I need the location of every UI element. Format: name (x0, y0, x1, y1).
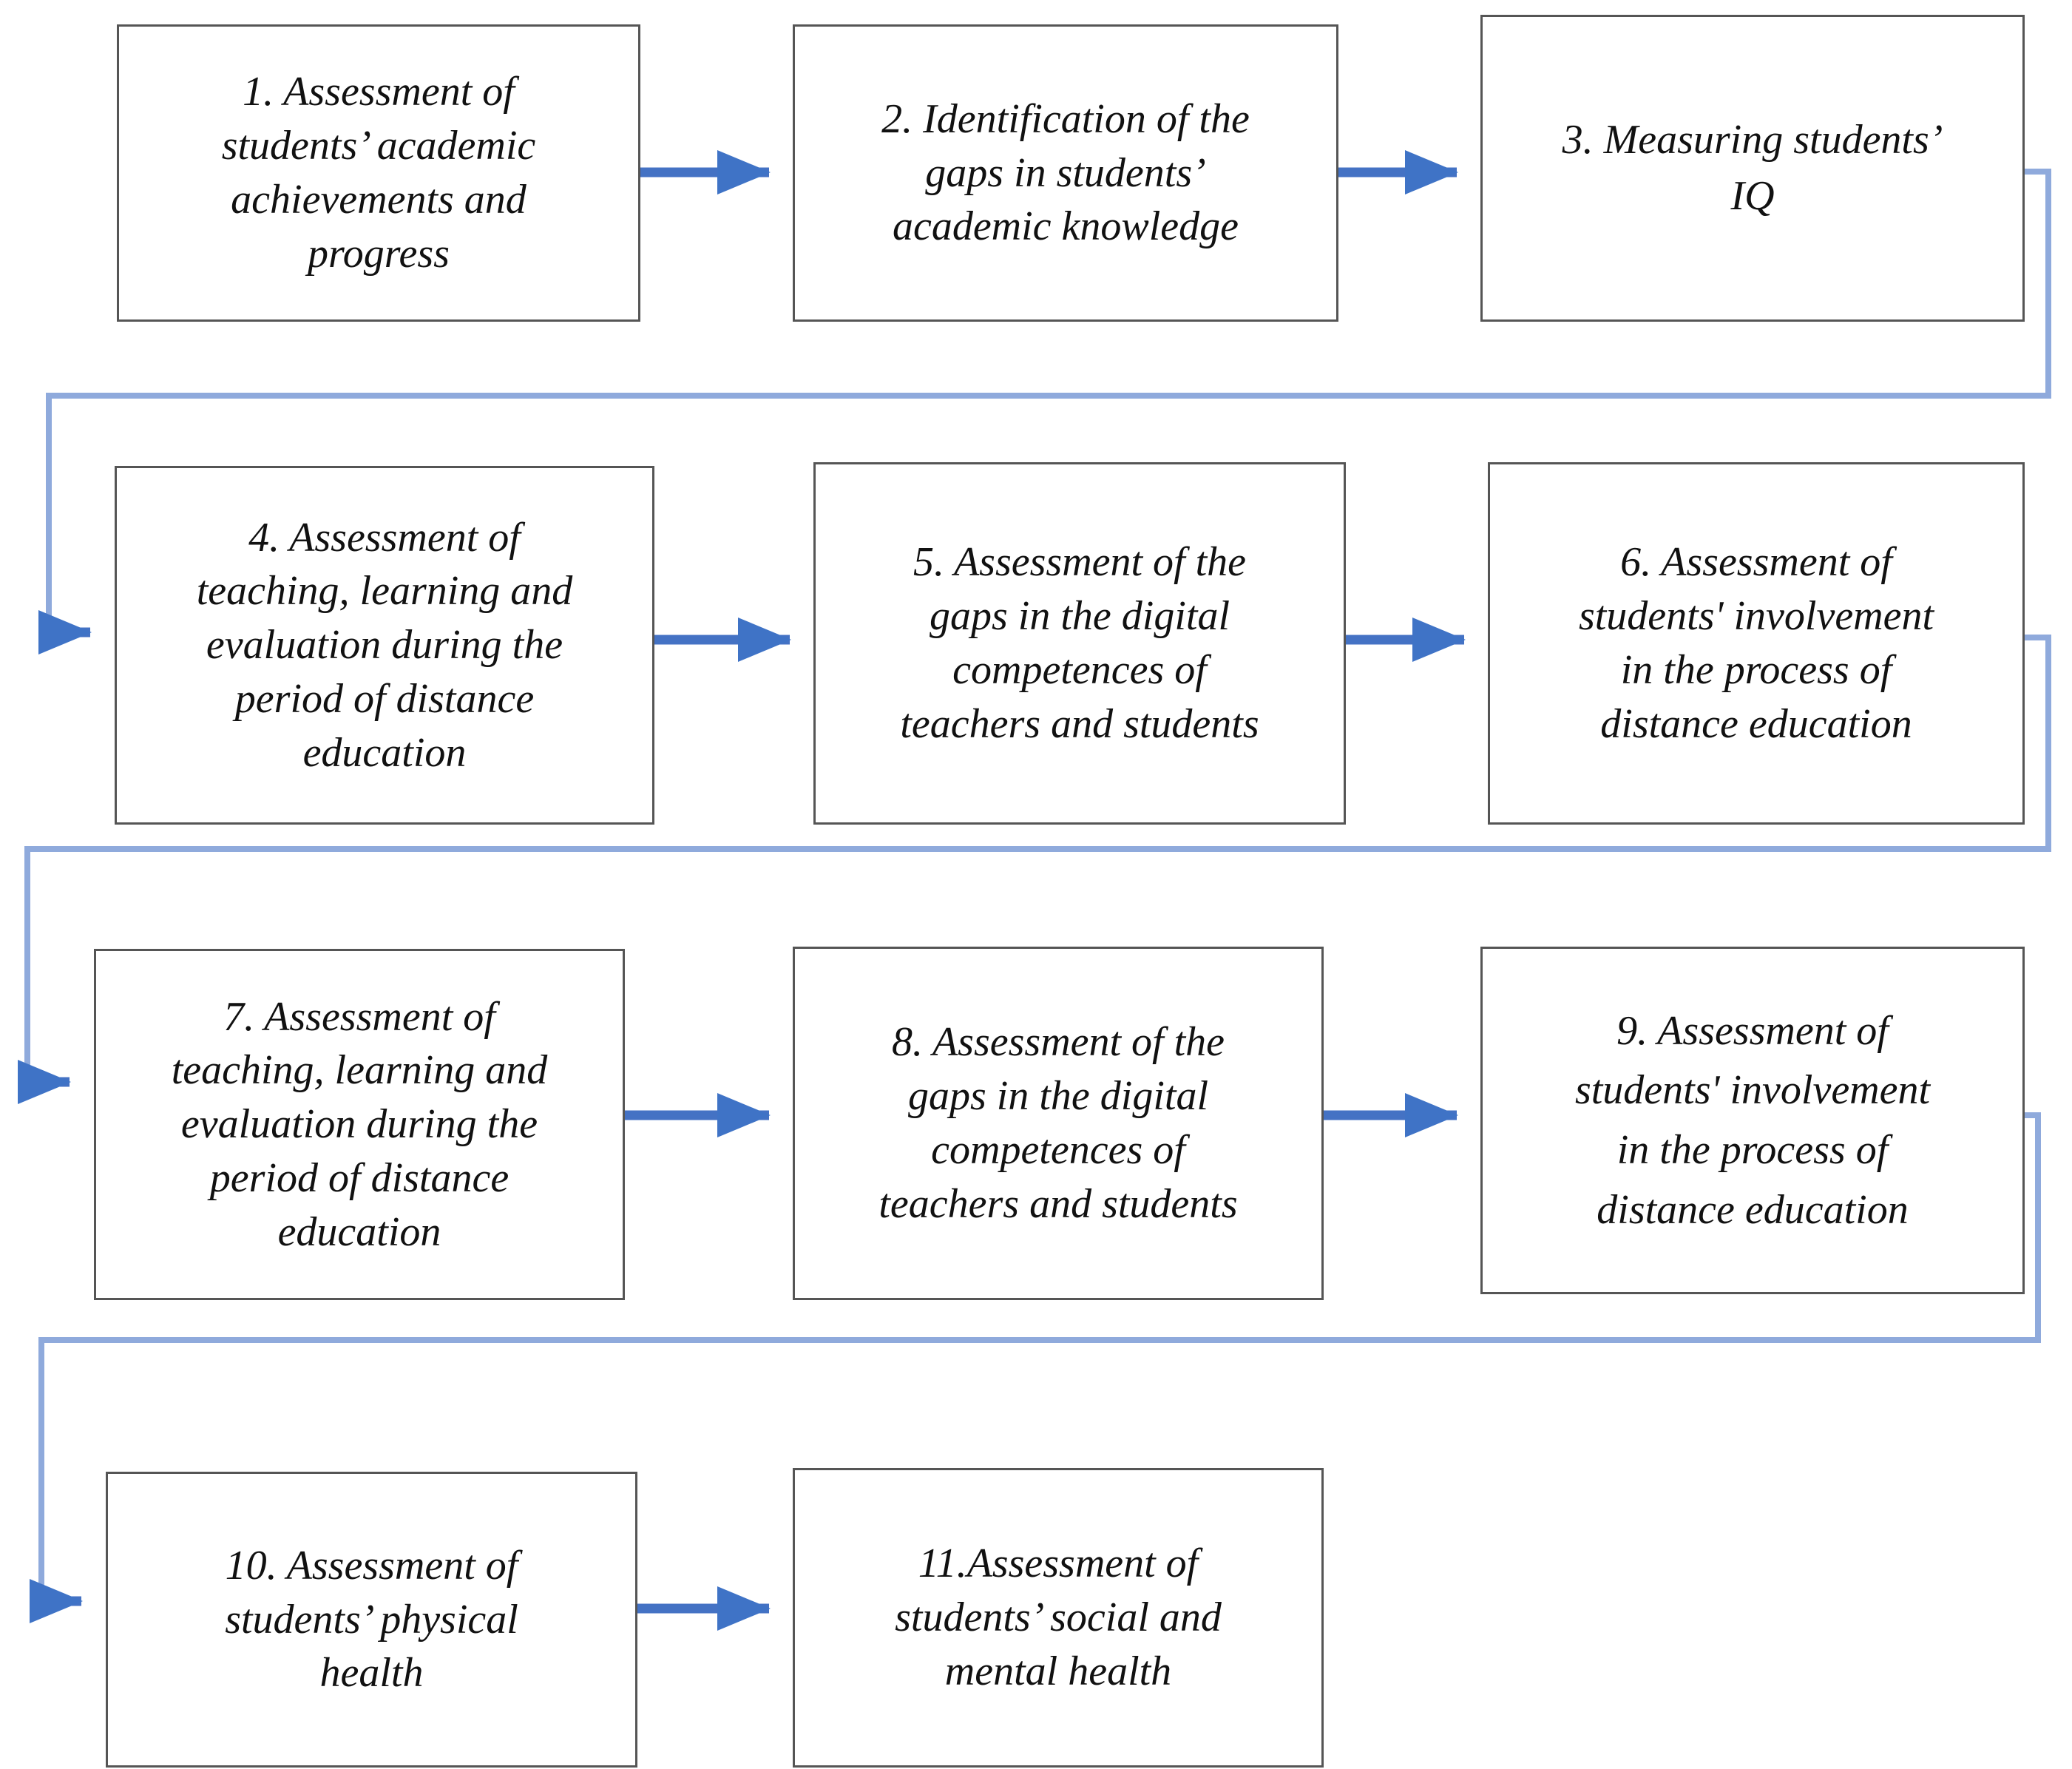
process-box-7-label: 7. Assessment of teaching, learning and … (171, 993, 548, 1255)
process-box-11-label: 11.Assessment of students’ social and me… (895, 1540, 1222, 1694)
process-box-3[interactable]: 3. Measuring students’ IQ (1480, 15, 2025, 322)
process-box-2[interactable]: 2. Identification of the gaps in student… (793, 24, 1338, 322)
process-box-4[interactable]: 4. Assessment of teaching, learning and … (115, 466, 654, 825)
process-box-9[interactable]: 9. Assessment of students' involvement i… (1480, 947, 2025, 1294)
process-box-10-label: 10. Assessment of students’ physical hea… (225, 1542, 518, 1697)
process-box-7[interactable]: 7. Assessment of teaching, learning and … (94, 949, 625, 1300)
process-box-1-label: 1. Assessment of students’ academic achi… (221, 69, 536, 277)
process-box-5-label: 5. Assessment of the gaps in the digital… (900, 539, 1259, 747)
process-box-6-label: 6. Assessment of students' involvement i… (1578, 539, 1934, 747)
process-box-11[interactable]: 11.Assessment of students’ social and me… (793, 1468, 1324, 1768)
process-box-2-label: 2. Identification of the gaps in student… (881, 95, 1250, 250)
process-box-4-label: 4. Assessment of teaching, learning and … (196, 514, 573, 776)
process-box-3-label: 3. Measuring students’ IQ (1562, 116, 1943, 219)
process-box-9-label: 9. Assessment of students' involvement i… (1574, 1007, 1931, 1233)
process-box-6[interactable]: 6. Assessment of students' involvement i… (1488, 462, 2025, 825)
process-box-1[interactable]: 1. Assessment of students’ academic achi… (117, 24, 640, 322)
process-box-5[interactable]: 5. Assessment of the gaps in the digital… (813, 462, 1346, 825)
process-box-10[interactable]: 10. Assessment of students’ physical hea… (106, 1472, 637, 1768)
process-box-8-label: 8. Assessment of the gaps in the digital… (878, 1019, 1238, 1227)
process-box-8[interactable]: 8. Assessment of the gaps in the digital… (793, 947, 1324, 1300)
